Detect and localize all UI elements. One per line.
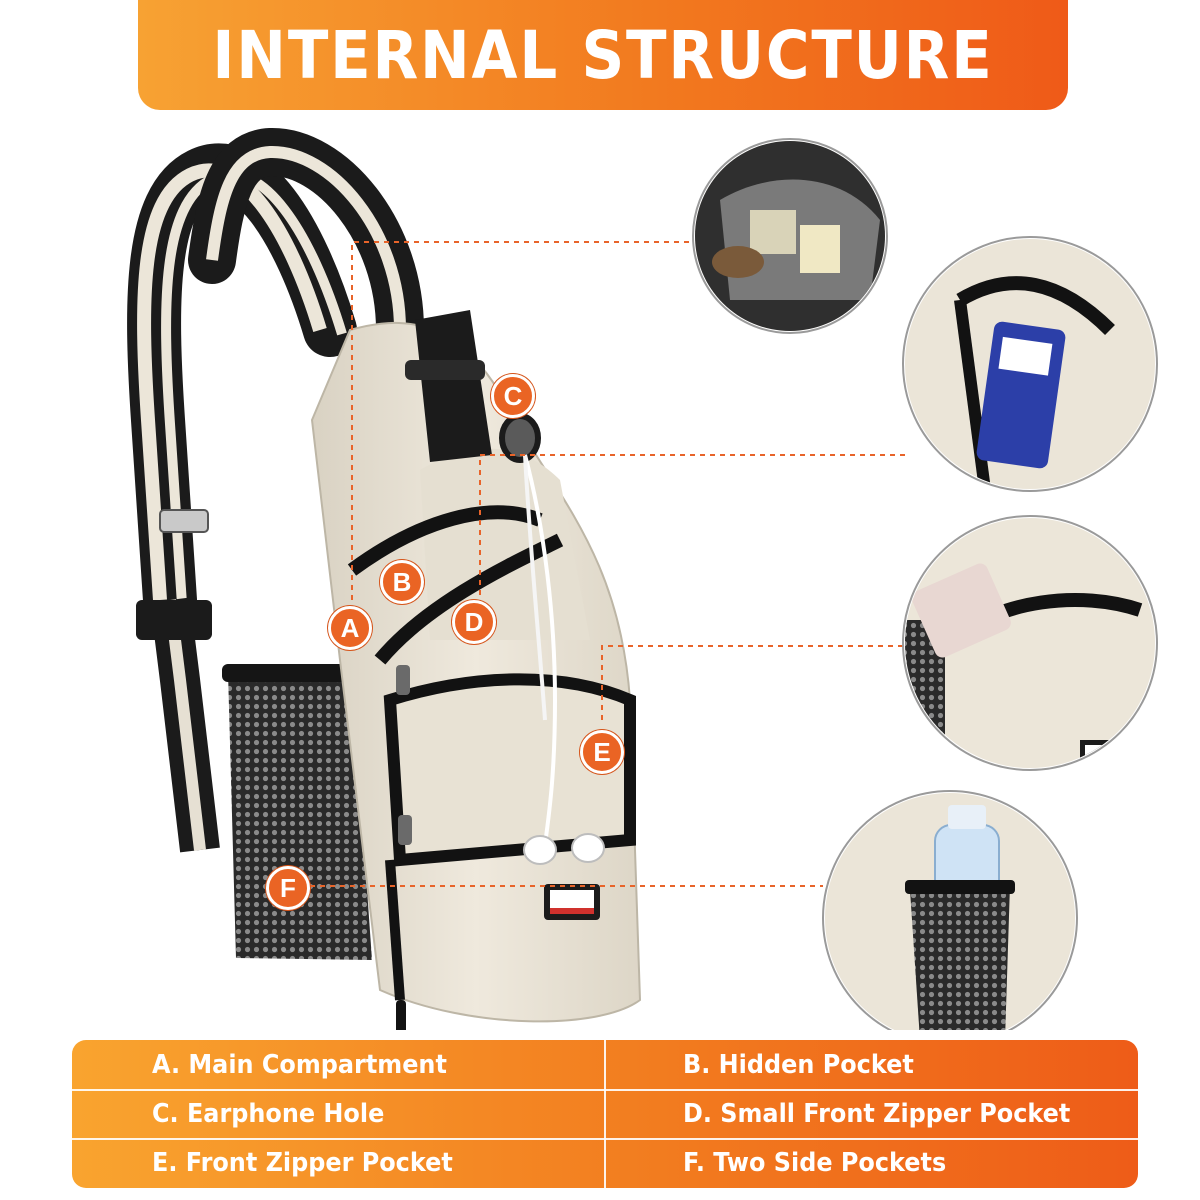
legend-panel: A. Main Compartment B. Hidden Pocket C. … xyxy=(72,1040,1138,1188)
marker-a: A xyxy=(328,606,372,650)
product-illustration xyxy=(127,128,1158,1030)
legend-item: F. Two Side Pockets xyxy=(683,1148,947,1179)
marker-d: D xyxy=(452,600,496,644)
sling-bag xyxy=(127,128,642,1030)
marker-e: E xyxy=(580,730,624,774)
detail-hidden-pocket xyxy=(902,236,1158,492)
marker-b: B xyxy=(380,560,424,604)
legend-divider xyxy=(604,1040,606,1188)
legend-item: C. Earphone Hole xyxy=(152,1098,385,1129)
marker-f: F xyxy=(266,866,310,910)
marker-c: C xyxy=(491,374,535,418)
page-title: INTERNAL STRUCTURE xyxy=(212,16,994,94)
legend-item: D. Small Front Zipper Pocket xyxy=(683,1098,1071,1129)
detail-front-pocket xyxy=(902,515,1158,771)
guide-lines xyxy=(310,241,906,887)
legend-item: B. Hidden Pocket xyxy=(683,1049,914,1080)
title-banner: INTERNAL STRUCTURE xyxy=(138,0,1068,110)
legend-item: E. Front Zipper Pocket xyxy=(152,1148,453,1179)
detail-side-pocket xyxy=(822,790,1078,1030)
detail-main-compartment xyxy=(692,138,888,334)
legend-item: A. Main Compartment xyxy=(152,1049,447,1080)
